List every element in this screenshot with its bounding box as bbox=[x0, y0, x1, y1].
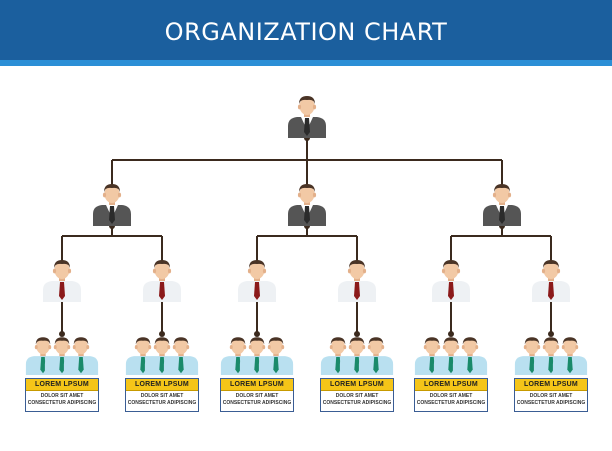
header-bar bbox=[0, 0, 612, 60]
team-card-line1: DOLOR SIT AMET bbox=[335, 393, 379, 399]
executive-person-icon bbox=[288, 96, 326, 138]
team-card-line2: CONSECTETUR ADIPISCING bbox=[322, 400, 392, 406]
connector-dot bbox=[254, 331, 260, 337]
supervisor-person-icon bbox=[338, 260, 376, 302]
connector-lines bbox=[61, 134, 552, 334]
team-card-title: LOREM LPSUM bbox=[26, 379, 98, 391]
team-card-line2: CONSECTETUR ADIPISCING bbox=[416, 400, 486, 406]
manager-person-icon bbox=[93, 184, 131, 226]
staff-person-icon bbox=[258, 337, 294, 375]
supervisor-person-icon bbox=[432, 260, 470, 302]
header-stripe bbox=[0, 60, 612, 66]
connector-dot bbox=[59, 331, 65, 337]
supervisor-person-icon bbox=[43, 260, 81, 302]
team-card-line2: CONSECTETUR ADIPISCING bbox=[127, 400, 197, 406]
connector-dot bbox=[448, 331, 454, 337]
team-card-title: LOREM LPSUM bbox=[515, 379, 587, 391]
supervisor-person-icon bbox=[143, 260, 181, 302]
connector-dot bbox=[548, 331, 554, 337]
page-title: ORGANIZATION CHART bbox=[164, 18, 448, 46]
team-card-title: LOREM LPSUM bbox=[321, 379, 393, 391]
manager-person-icon bbox=[483, 184, 521, 226]
team-card-line1: DOLOR SIT AMET bbox=[235, 393, 279, 399]
team-card-line1: DOLOR SIT AMET bbox=[40, 393, 84, 399]
staff-person-icon bbox=[452, 337, 488, 375]
team-card-title: LOREM LPSUM bbox=[221, 379, 293, 391]
team-card-line1: DOLOR SIT AMET bbox=[140, 393, 184, 399]
supervisor-person-icon bbox=[532, 260, 570, 302]
staff-person-icon bbox=[358, 337, 394, 375]
staff-person-icon bbox=[63, 337, 99, 375]
staff-person-icon bbox=[163, 337, 199, 375]
team-card-line1: DOLOR SIT AMET bbox=[429, 393, 473, 399]
team-card-line2: CONSECTETUR ADIPISCING bbox=[222, 400, 292, 406]
team-card-line2: CONSECTETUR ADIPISCING bbox=[516, 400, 586, 406]
connector-dot bbox=[159, 331, 165, 337]
team-card-line1: DOLOR SIT AMET bbox=[529, 393, 573, 399]
team-card-title: LOREM LPSUM bbox=[415, 379, 487, 391]
staff-person-icon bbox=[552, 337, 588, 375]
staff-person-icon bbox=[44, 337, 80, 375]
connector-dot bbox=[354, 331, 360, 337]
supervisor-person-icon bbox=[238, 260, 276, 302]
team-card-title: LOREM LPSUM bbox=[126, 379, 198, 391]
team-card-line2: CONSECTETUR ADIPISCING bbox=[27, 400, 97, 406]
manager-person-icon bbox=[288, 184, 326, 226]
